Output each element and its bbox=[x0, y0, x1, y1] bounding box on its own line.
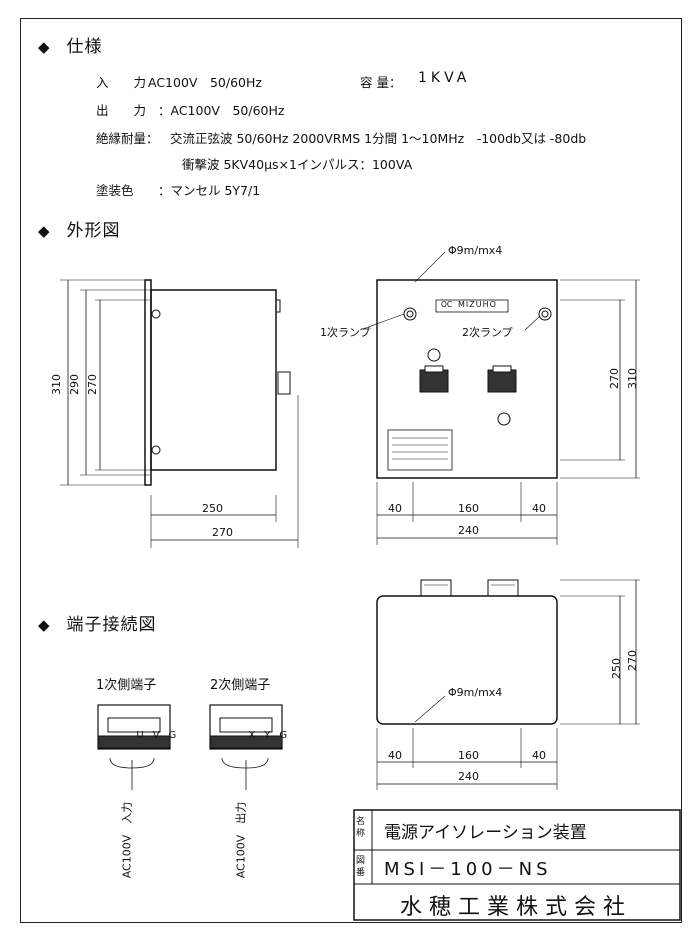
title-drawing-label: 図番 bbox=[356, 856, 366, 878]
primary-terminal-title: 1次側端子 bbox=[96, 678, 157, 693]
secondary-terminal-labels: XYG bbox=[248, 730, 297, 741]
spec-capacity-value: 1KVA bbox=[418, 70, 471, 86]
front-dim-310: 310 bbox=[626, 368, 639, 389]
spec-output-label: 出 力 bbox=[96, 103, 147, 118]
side-view bbox=[60, 279, 299, 548]
front-dim-270: 270 bbox=[608, 368, 621, 389]
side-dim-310: 310 bbox=[50, 374, 63, 395]
outline-heading: ◆外形図 bbox=[38, 221, 121, 241]
primary-terminal-caption: AC100V 入力 bbox=[120, 801, 134, 879]
front-lamp2-label: 2次ランプ bbox=[462, 326, 513, 339]
primary-terminal-labels: UVG bbox=[136, 730, 186, 741]
spec-insulation-label: 絶縁耐量： bbox=[96, 131, 159, 146]
spec-output-value: ：AC100V 50/60Hz bbox=[158, 103, 285, 118]
top-view bbox=[376, 579, 640, 790]
top-dim-270: 270 bbox=[626, 650, 639, 671]
title-name-value: 電源アイソレーション装置 bbox=[384, 823, 587, 843]
side-dim-290: 290 bbox=[68, 374, 81, 395]
front-dim-40b: 40 bbox=[532, 502, 546, 515]
diamond-bullet-icon: ◆ bbox=[38, 616, 51, 634]
company-name: 水穂工業株式会社 bbox=[400, 895, 633, 920]
top-dim-40a: 40 bbox=[388, 749, 402, 762]
front-dim-160: 160 bbox=[458, 502, 479, 515]
diamond-bullet-icon: ◆ bbox=[38, 38, 51, 56]
secondary-terminal-title: 2次側端子 bbox=[210, 678, 271, 693]
front-hole-note: Φ9m/mx4 bbox=[448, 244, 503, 257]
top-dim-160: 160 bbox=[458, 749, 479, 762]
spec-paint-value: ：マンセル 5Y7/1 bbox=[158, 183, 261, 198]
front-lamp1-label: 1次ランプ bbox=[320, 326, 371, 339]
terminal-heading: ◆端子接続図 bbox=[38, 615, 157, 635]
top-dim-240: 240 bbox=[458, 770, 479, 783]
side-dim-270b: 270 bbox=[212, 526, 233, 539]
title-drawing-value: MSI－100－NS bbox=[384, 859, 552, 880]
title-name-label: 名称 bbox=[356, 817, 366, 839]
spec-heading: ◆仕様 bbox=[38, 37, 103, 57]
top-hole-note: Φ9m/mx4 bbox=[448, 686, 503, 699]
spec-input-label: 入 力 bbox=[96, 75, 147, 90]
drawing-frame bbox=[20, 18, 682, 923]
secondary-terminal-block bbox=[209, 704, 283, 790]
front-logo-mark: OC bbox=[441, 300, 453, 309]
front-dim-40a: 40 bbox=[388, 502, 402, 515]
secondary-terminal-caption: AC100V 出力 bbox=[234, 801, 248, 879]
primary-terminal-block bbox=[97, 704, 171, 790]
spec-capacity-label: 容 量： bbox=[360, 75, 402, 90]
top-dim-250: 250 bbox=[610, 658, 623, 679]
spec-insulation-value: 交流正弦波 50/60Hz 2000VRMS 1分間 1～10MHz -100d… bbox=[170, 131, 587, 146]
front-logo: MIZUHO bbox=[458, 300, 497, 309]
front-dim-240: 240 bbox=[458, 524, 479, 537]
front-view bbox=[359, 251, 640, 545]
title-block-frame bbox=[353, 809, 681, 921]
spec-paint-label: 塗装色 bbox=[96, 183, 134, 198]
spec-input-value: AC100V 50/60Hz bbox=[148, 75, 262, 90]
diamond-bullet-icon: ◆ bbox=[38, 222, 51, 240]
top-dim-40b: 40 bbox=[532, 749, 546, 762]
side-dim-250: 250 bbox=[202, 502, 223, 515]
spec-impulse-value: 衝撃波 5KV40μs×1インパルス：100VA bbox=[182, 157, 413, 172]
side-dim-270: 270 bbox=[86, 374, 99, 395]
